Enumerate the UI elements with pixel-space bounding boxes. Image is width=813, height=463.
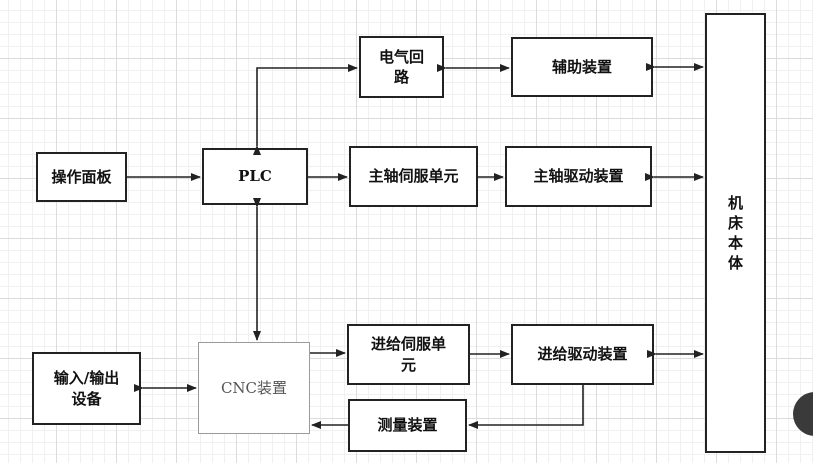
io-device-block: 输入/输出 设备 — [32, 352, 141, 425]
io-device-label-line2: 设备 — [71, 389, 102, 408]
auxiliary-device-label: 辅助装置 — [551, 57, 612, 76]
feed-servo-unit-label-line1: 进给伺服单 — [370, 335, 446, 354]
electric-circuit-label-line2: 路 — [393, 68, 409, 86]
machine-body-label-char1: 机 — [727, 193, 743, 212]
operation-panel-block: 操作面板 — [36, 152, 127, 202]
plc-label: PLC — [238, 167, 272, 186]
feed-servo-unit-block: 进给伺服单 元 — [347, 324, 470, 385]
machine-body-label-char2: 床 — [727, 213, 743, 232]
operation-panel-label: 操作面板 — [51, 167, 112, 186]
auxiliary-device-block: 辅助装置 — [511, 37, 653, 97]
measuring-device-block: 测量装置 — [348, 399, 467, 452]
feed-drive-device-block: 进给驱动装置 — [511, 324, 654, 385]
spindle-servo-unit-block: 主轴伺服单元 — [349, 146, 478, 207]
spindle-servo-unit-label: 主轴伺服单元 — [368, 167, 459, 186]
feed-servo-unit-label-line2: 元 — [400, 355, 416, 374]
electric-circuit-label-line1: 电气回 — [378, 47, 424, 66]
feed-drive-device-label: 进给驱动装置 — [537, 345, 628, 364]
machine-body-label-char3: 本 — [727, 234, 743, 252]
partial-circle-decoration — [793, 392, 813, 436]
spindle-drive-device-block: 主轴驱动装置 — [505, 146, 652, 207]
machine-body-label-char4: 体 — [727, 254, 743, 273]
machine-body-block: 机 床 本 体 — [705, 13, 766, 453]
arrow-feed-drive-measuring — [468, 385, 584, 429]
electric-circuit-block: 电气回 路 — [359, 36, 444, 98]
spindle-drive-device-label: 主轴驱动装置 — [533, 167, 624, 186]
plc-block: PLC — [202, 148, 308, 205]
arrow-plc-electric-circuit — [253, 64, 358, 155]
io-device-label-line1: 输入/输出 — [53, 369, 120, 388]
measuring-device-label: 测量装置 — [377, 416, 438, 435]
cnc-device-block: CNC装置 — [198, 342, 310, 434]
cnc-device-label: CNC装置 — [220, 378, 288, 397]
